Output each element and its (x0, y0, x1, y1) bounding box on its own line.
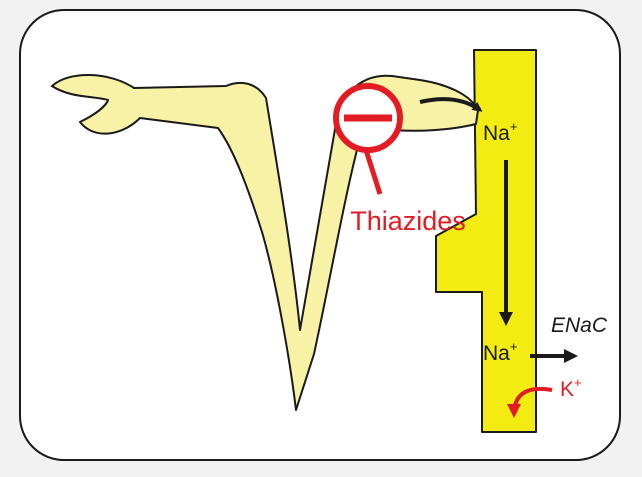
potassium-charge: + (574, 375, 582, 390)
sodium-upper-charge: + (510, 119, 518, 134)
sodium-lower-text: Na (483, 342, 510, 365)
potassium-text: K (560, 378, 574, 401)
enac-label: ENaC (551, 314, 608, 337)
sodium-lower-charge: + (510, 339, 518, 354)
sodium-upper-text: Na (483, 122, 510, 145)
thiazides-label: Thiazides (350, 206, 466, 236)
